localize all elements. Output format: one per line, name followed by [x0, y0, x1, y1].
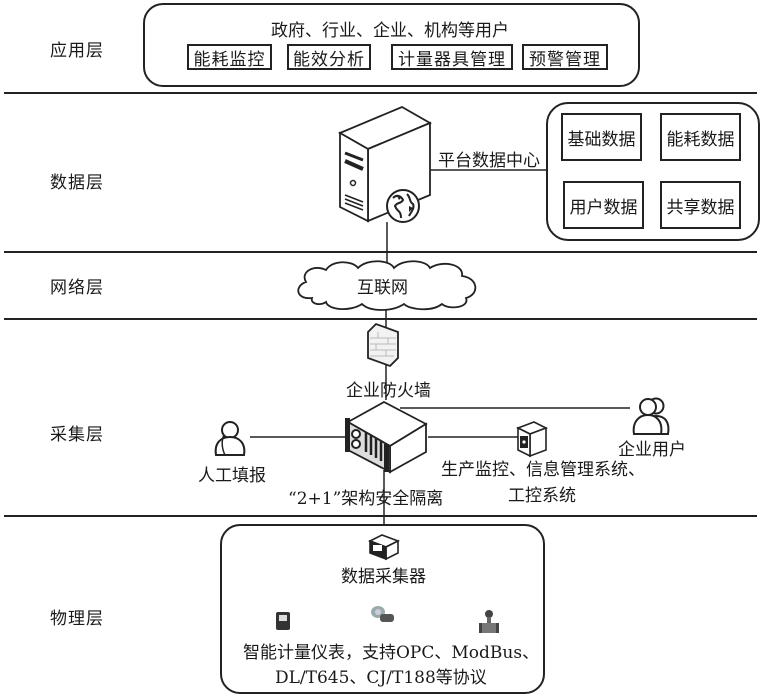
flow-meter-icon	[479, 610, 499, 633]
database-basic-data[interactable]: 基础数据	[561, 113, 642, 161]
firewall-icon	[367, 322, 399, 368]
enterprise-user-label: 企业用户	[618, 440, 686, 460]
globe-icon	[386, 189, 420, 223]
manual-entry-label: 人工填报	[198, 466, 266, 486]
platform-data-center-label: 平台数据中心	[438, 151, 540, 171]
module-efficiency-analysis-button[interactable]: 能效分析	[287, 44, 371, 70]
layer-divider	[4, 515, 757, 517]
module-energy-monitoring-button[interactable]: 能耗监控	[187, 44, 272, 70]
data-collector-icon	[368, 534, 400, 561]
database-shared-data[interactable]: 共享数据	[660, 181, 741, 229]
rack-server-icon	[345, 400, 428, 474]
users-icon	[632, 397, 670, 435]
internet-label: 互联网	[357, 278, 408, 298]
layer-label-network: 网络层	[50, 278, 104, 298]
electric-meter-icon	[276, 612, 290, 630]
layer-label-acquisition: 采集层	[50, 425, 104, 445]
module-meter-management-button[interactable]: 计量器具管理	[391, 44, 513, 70]
systems-label-line2: 工控系统	[508, 486, 576, 506]
layer-label-application: 应用层	[50, 41, 104, 61]
firewall-label: 企业防火墙	[346, 381, 431, 401]
database-energy-data[interactable]: 能耗数据	[660, 113, 741, 161]
layer-divider	[4, 251, 757, 253]
layer-divider	[4, 92, 757, 94]
user-icon	[214, 421, 246, 456]
isolation-label: “2+1”架构安全隔离	[288, 489, 444, 509]
systems-label-line1: 生产监控、信息管理系统、	[441, 460, 645, 480]
database-user-data[interactable]: 用户数据	[563, 181, 644, 229]
module-alert-management-button[interactable]: 预警管理	[522, 44, 608, 70]
application-users-text: 政府、行业、企业、机构等用户	[271, 21, 509, 41]
cloud-icon	[297, 260, 477, 311]
water-meter-icon	[371, 606, 394, 622]
layer-divider	[4, 318, 757, 320]
data-collector-label: 数据采集器	[341, 567, 426, 587]
meters-label-line2: DL/T645、CJ/T188等协议	[275, 668, 487, 688]
layer-label-data: 数据层	[50, 173, 104, 193]
layer-label-physical: 物理层	[50, 609, 104, 629]
meters-label-line1: 智能计量仪表，支持OPC、ModBus、	[243, 643, 540, 663]
workstation-icon	[516, 421, 548, 458]
